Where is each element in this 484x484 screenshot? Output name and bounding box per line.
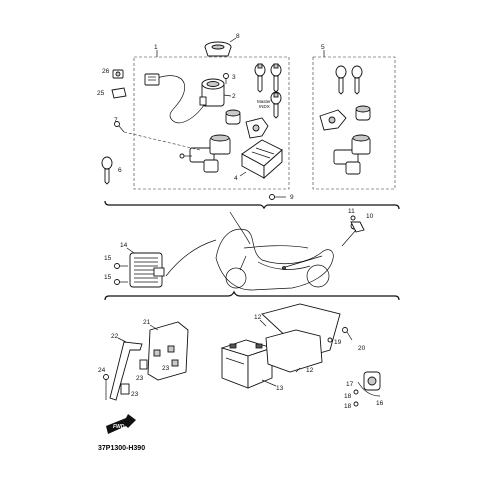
callout-18-a: 18 [344,393,352,400]
callout-14: 14 [120,242,128,249]
key-1 [254,63,266,93]
callout-8: 8 [236,33,240,40]
screw-3 [223,73,229,84]
callout-5: 5 [321,44,325,51]
callout-4: 4 [234,175,238,182]
callout-12-b: 12 [306,367,314,374]
spare-seat-lock [355,105,371,121]
seat-lock-cylinder [225,109,241,125]
bolt-20 [342,327,353,341]
callout-26: 26 [102,68,110,75]
bolt-24 [103,374,109,400]
callout-10: 10 [366,213,374,220]
callout-22: 22 [111,333,119,340]
callout-9: 9 [290,194,294,201]
key-6 [101,156,113,185]
leader-curve-14 [165,239,217,277]
main-key-set-group: 1 2 3 [133,44,290,190]
callout-13: 13 [276,385,284,392]
harness-connector [144,73,160,86]
callout-25: 25 [97,90,105,97]
callout-16: 16 [376,400,384,407]
spare-key-set-box [312,56,396,190]
arm-22 [109,341,143,401]
part-25 [111,87,127,99]
callout-1: 1 [154,44,158,51]
left-small-parts: 26 25 7 6 [97,68,201,185]
callout-6: 6 [118,167,122,174]
lock-bracket [245,117,269,139]
master-key [270,91,282,119]
callout-24: 24 [98,367,106,374]
steering-lock [179,134,231,173]
spare-key-set-group: 5 [312,44,396,190]
callout-20: 20 [358,345,366,352]
clip-23-c [120,383,130,395]
callout-17: 17 [346,381,354,388]
section-divider-2 [104,290,400,301]
regulator-14 [129,252,165,288]
bolt-9 [269,194,286,200]
wire-harness [151,75,207,124]
battery-13 [220,339,274,389]
screw-7 [114,121,125,133]
callout-7: 7 [114,117,118,124]
fwd-label: FWD [113,424,125,430]
screw-15-a [114,263,128,269]
callout-12-a: 12 [254,314,262,321]
battery-bracket-21 [147,321,189,381]
callout-23-b: 23 [162,365,170,372]
master-key-label: Master [257,99,271,104]
control-unit [241,139,283,180]
battery-cover-12 [261,303,341,373]
callout-15-a: 15 [104,255,112,262]
screw-19 [327,337,333,343]
callout-23-a: 23 [136,375,144,382]
screw-15-b [114,279,128,285]
callout-23-c: 23 [131,391,139,398]
sensor-10 [341,221,365,247]
spare-key-1 [335,65,347,95]
fwd-arrow-icon: FWD [106,414,136,434]
callout-3: 3 [232,74,236,81]
callout-15-b: 15 [104,274,112,281]
callout-19: 19 [334,339,342,346]
spare-steering-lock [333,134,371,175]
part-26 [112,69,124,79]
callout-18-b: 18 [344,403,352,410]
cap-8 [204,41,232,57]
master-key-index-label: INDX [259,104,270,109]
diagram-code: 37P1300-H390 [98,445,145,452]
screw-18-b [353,401,359,407]
callout-2: 2 [232,93,236,100]
spare-bracket [319,109,347,131]
callout-21: 21 [143,319,151,326]
motorcycle-outline [215,211,334,291]
spare-key-2 [351,65,363,95]
screw-18-a [353,389,359,395]
callout-11: 11 [348,208,355,215]
section-divider-1 [104,200,400,210]
key-2 [270,63,282,93]
starter-relay-16 [357,371,381,397]
main-key-set-box [133,56,290,190]
clip-23-a [139,359,148,370]
clip-11 [350,215,356,221]
main-switch [199,78,225,107]
